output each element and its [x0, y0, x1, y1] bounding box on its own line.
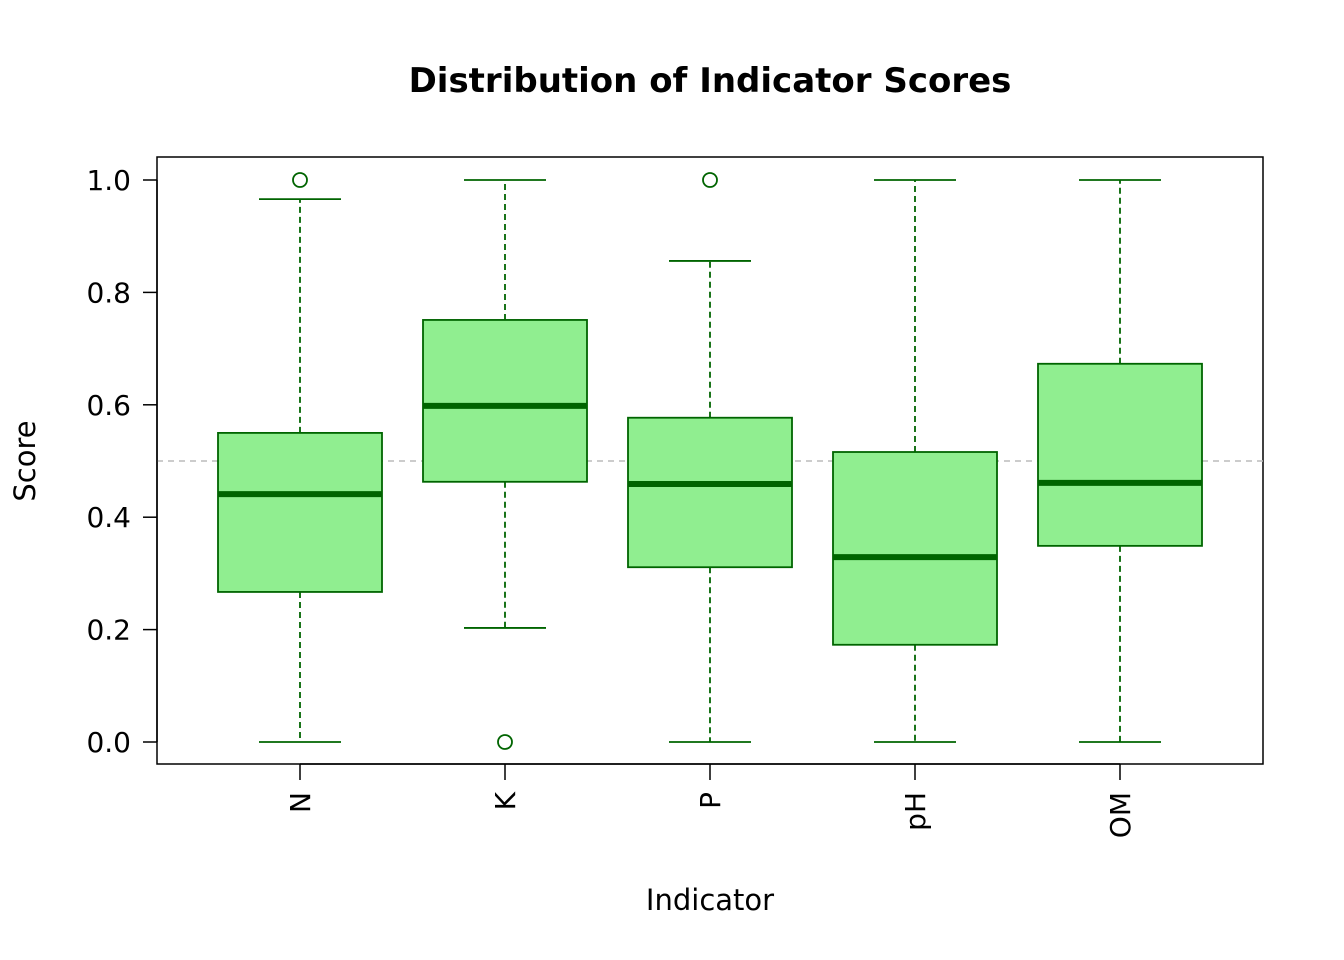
box-pH	[832, 451, 998, 646]
x-tick-label: N	[284, 792, 317, 813]
y-tick-label: 1.0	[86, 164, 131, 197]
x-tick-label: pH	[899, 792, 932, 831]
x-tick-label: K	[489, 791, 522, 810]
chart-title: Distribution of Indicator Scores	[409, 61, 1012, 101]
box-P	[627, 416, 793, 569]
outlier-point	[292, 172, 308, 188]
outlier-point	[497, 734, 513, 750]
y-tick-label: 0.4	[86, 501, 131, 534]
y-axis-label: Score	[8, 420, 42, 501]
x-axis-label: Indicator	[646, 883, 774, 917]
x-tick-label: OM	[1104, 792, 1137, 838]
y-tick-label: 0.8	[86, 276, 131, 309]
box-OM	[1037, 362, 1203, 547]
y-tick-label: 0.0	[86, 726, 131, 759]
y-tick-label: 0.6	[86, 389, 131, 422]
box-N	[217, 431, 383, 593]
outlier-point	[702, 172, 718, 188]
y-tick-label: 0.2	[86, 614, 131, 647]
box-K	[422, 319, 588, 483]
boxes	[217, 172, 1203, 750]
y-axis: 0.0 0.2 0.4 0.6 0.8 1.0	[86, 164, 158, 759]
x-tick-label: P	[694, 792, 727, 809]
